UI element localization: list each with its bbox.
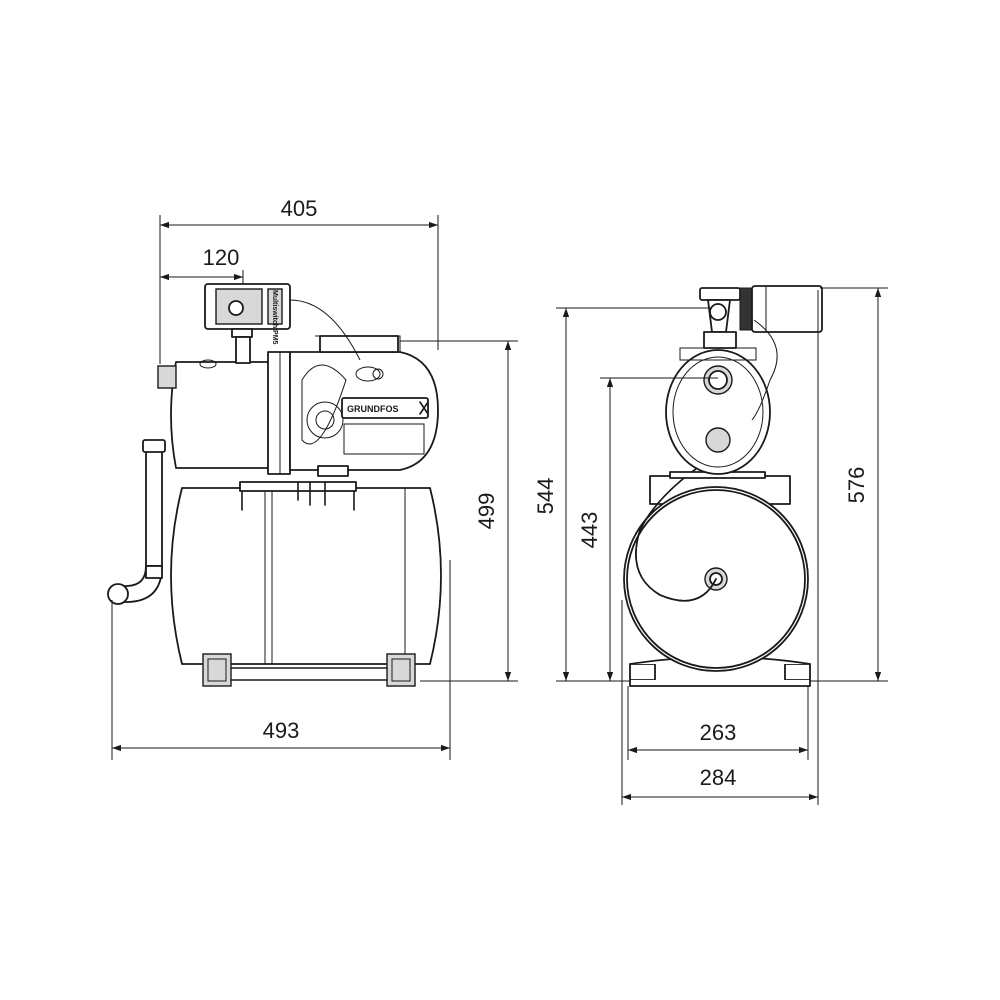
dim-label-263: 263 — [700, 720, 737, 745]
dim-label-405: 405 — [281, 196, 318, 221]
dim-label-284: 284 — [700, 765, 737, 790]
dimension-576: 576 — [810, 287, 888, 682]
dimension-120: 120 — [160, 245, 244, 284]
dimension-499: 499 — [400, 340, 518, 682]
pressure-tank — [170, 487, 442, 665]
dim-label-443: 443 — [577, 512, 602, 549]
pressure-switch: Multiswitch PM5 — [204, 283, 361, 364]
front-tank — [623, 475, 809, 672]
dimension-544: 544 — [533, 307, 712, 682]
dimension-263: 263 — [627, 686, 809, 760]
dimension-493: 493 — [111, 560, 451, 760]
dimension-405: 405 — [159, 196, 439, 364]
dimension-284: 284 — [621, 290, 819, 805]
side-view: GRUNDFOS Multiswitch PM5 — [107, 196, 518, 760]
pump-bracket — [239, 481, 357, 511]
dimension-443: 443 — [577, 377, 718, 682]
dim-label-576: 576 — [844, 467, 869, 504]
front-pump — [665, 347, 771, 479]
brand-label-side: GRUNDFOS — [347, 404, 399, 414]
tank-feet — [202, 653, 416, 687]
switch-label: Multiswitch PM5 — [271, 290, 278, 345]
motor: GRUNDFOS — [289, 335, 439, 477]
dim-label-499: 499 — [474, 493, 499, 530]
dim-label-544: 544 — [533, 478, 558, 515]
suction-pipe — [107, 439, 166, 605]
dim-label-120: 120 — [203, 245, 240, 270]
dim-label-493: 493 — [263, 718, 300, 743]
front-view: 544 443 576 263 284 — [533, 285, 888, 805]
front-pressure-switch — [699, 285, 823, 421]
pump-housing — [157, 351, 291, 475]
